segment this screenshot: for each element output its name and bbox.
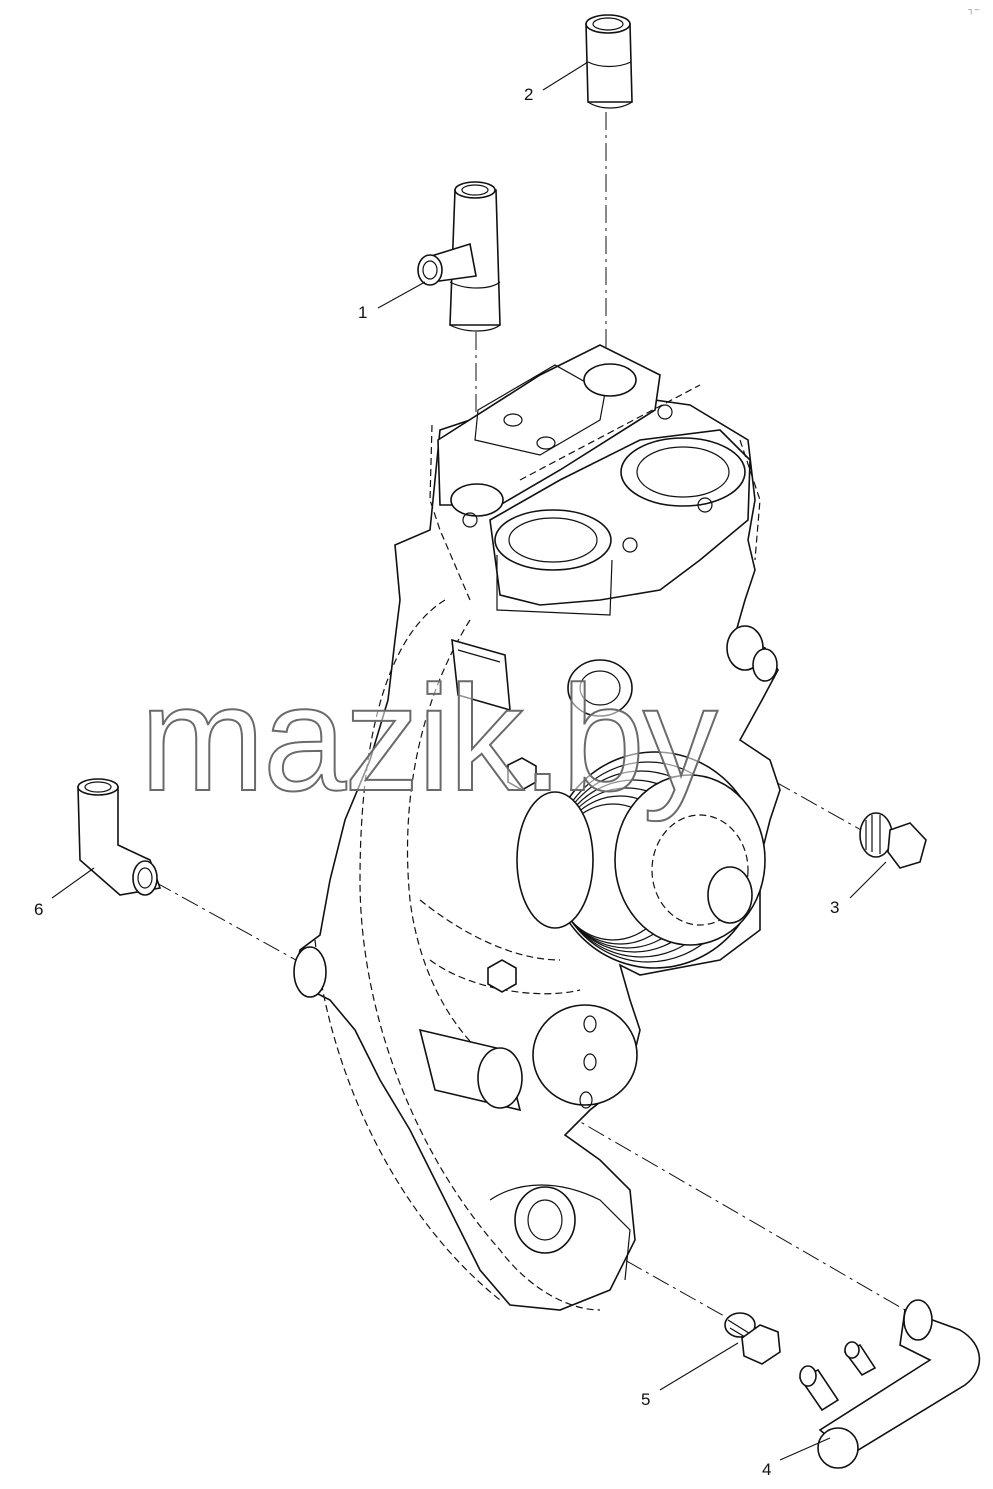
phantom-left-tube [314,939,501,1301]
callouts: 2 1 3 6 5 4 [34,61,887,1479]
bolt-hole-b [536,436,556,450]
leader-3 [849,861,887,899]
port-part-1-seat [450,483,504,517]
thermostat-bore-upper [620,437,746,507]
callout-2: 2 [524,85,533,104]
leader-1 [377,281,426,309]
callout-3: 3 [830,898,839,917]
leader-4 [779,1437,831,1461]
thermostat-skirt [496,555,613,616]
hex-bolt-lower [487,959,517,993]
drain-port-inner [527,1199,563,1241]
flange-hole-c [579,1091,593,1109]
thermostat-bore-lower [494,509,612,571]
drain-port-boss [514,1186,576,1254]
side-port-upper [567,659,633,717]
water-pump-housing [293,344,781,1311]
phantom-inner-sweep [406,619,521,1081]
callout-6: 6 [34,900,43,919]
pulley-hub [707,866,753,924]
part-2-sleeve [585,14,633,109]
part-6-elbow [77,778,162,896]
cover-bolt-b [622,537,638,553]
pulley-hub-phantom [651,814,749,926]
flange-hole-b [583,1053,597,1071]
fan-hub-flange [532,1004,638,1106]
hex-bolt-upper [507,757,537,791]
leader-5 [659,1342,739,1391]
part-1-tee-fitting [417,181,501,332]
pump-pulley [549,751,766,969]
sensor-block [451,638,511,712]
axis-part-6 [154,881,306,966]
cover-bolt-c [697,497,713,513]
leader-6 [51,867,95,899]
sensor-block-edge [457,649,501,663]
outlet-elbow-edge [489,1184,631,1281]
cover-bolt-a [462,512,478,528]
thermostat-bore-upper-inner [636,446,730,498]
volute-neck [516,791,594,929]
inlet-stub-bore [477,1047,523,1109]
phantom-outer-sweep [359,599,601,1311]
watermark: mazik.by [140,654,718,822]
callout-5: 5 [641,1390,650,1409]
leader-2 [542,61,589,91]
thermostat-bore-lower-inner [508,517,598,563]
corner-mark: ┐‒ [968,4,979,15]
mount-ear-b [752,648,778,682]
flange-hole-a [583,1015,597,1033]
callout-4: 4 [762,1460,771,1479]
part-3-hex-plug [859,812,927,869]
port-part-2-seat [583,363,637,397]
part-5-hex-plug [724,1312,781,1365]
left-inlet-cap [293,946,327,998]
top-flange-boss [474,364,606,456]
phantom-upper [429,384,761,601]
bolt-hole-a [503,413,523,427]
callout-1: 1 [358,303,367,322]
cover-bolt-d [657,404,673,420]
side-port-upper-inner [579,670,621,706]
part-4-bypass-pipe [798,1299,981,1469]
